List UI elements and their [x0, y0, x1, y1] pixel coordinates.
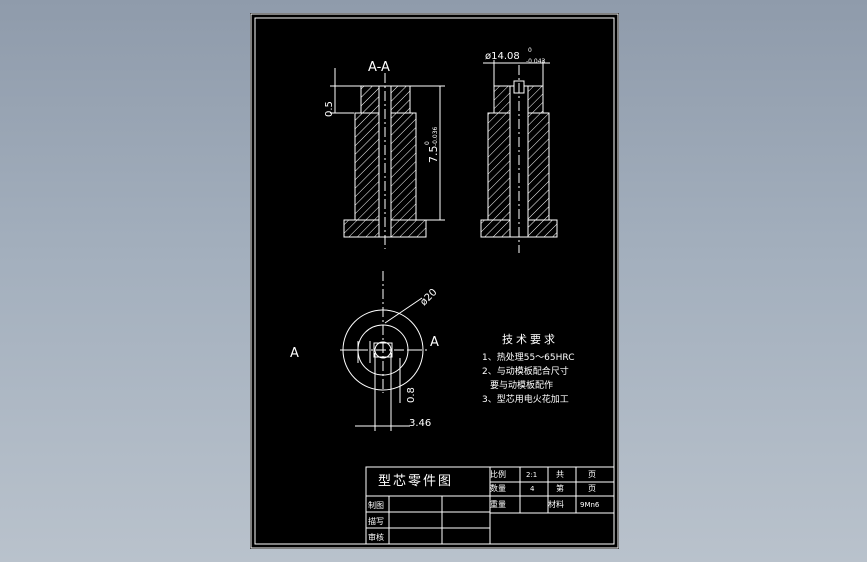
title-block-material-label: 材料 [548, 499, 564, 509]
title-block-scale-value: 2:1 [526, 471, 537, 479]
section-marker-right: A [430, 335, 439, 350]
tech-title: 技术要求 [502, 333, 558, 346]
dim-top-diameter: ø14.08 [485, 51, 520, 62]
tech-item-2: 2、与动模板配合尺寸 [482, 365, 569, 377]
title-block-material-value: 9Mn6 [580, 501, 600, 509]
title-block-weight-label: 重量 [490, 499, 506, 509]
title-block-total-label: 共 [556, 470, 564, 479]
outer-border [250, 13, 619, 549]
title-block-qty-value: 4 [530, 485, 535, 493]
title-block [365, 466, 615, 545]
section-view-aa: A-A [330, 60, 445, 249]
tech-item-4: 3、型芯用电火花加工 [482, 393, 569, 405]
drawing-sheet: A-A 0.5 7.5 0 -0 [250, 13, 619, 549]
title-block-design-label: 描写 [368, 516, 384, 526]
dim-height-upper: 0.5 [324, 101, 335, 117]
dim-height-tol-lower: -0.036 [432, 126, 439, 146]
title-block-qty-label: 数量 [490, 483, 506, 493]
tech-item-1: 1、热处理55～65HRC [482, 351, 575, 363]
title-block-page-label-1: 页 [588, 470, 596, 479]
section-marker-left: A [290, 346, 299, 361]
title-block-scale-label: 比例 [490, 469, 506, 479]
title-block-sheet-label: 第 [556, 483, 564, 493]
dim-slot-width: 3.46 [409, 418, 431, 429]
title-block-part-name: 型芯零件图 [378, 474, 453, 489]
inner-border [254, 17, 615, 545]
drawing-canvas: A-A 0.5 7.5 0 -0 [250, 13, 619, 549]
dim-top-diameter-tol-upper: 0 [528, 47, 532, 54]
title-block-check-label: 审核 [368, 532, 384, 542]
plan-view [340, 271, 428, 431]
title-block-page-label-2: 页 [588, 484, 596, 493]
dim-top-diameter-tol-lower: -0.043 [526, 58, 546, 65]
dim-height-main: 7.5 [427, 146, 440, 164]
section-title: A-A [368, 60, 390, 75]
title-block-drawn-label: 制图 [368, 500, 384, 510]
dim-slot-depth: 0.8 [406, 387, 417, 403]
dim-height-tol-upper: 0 [424, 141, 431, 145]
tech-requirements: 技术要求 1、热处理55～65HRC 2、与动模板配合尺寸 要与动模板配作 3、… [482, 333, 575, 405]
front-view [480, 60, 558, 253]
tech-item-3: 要与动模板配作 [490, 379, 553, 391]
dim-outer-diameter: ø20 [418, 287, 439, 308]
